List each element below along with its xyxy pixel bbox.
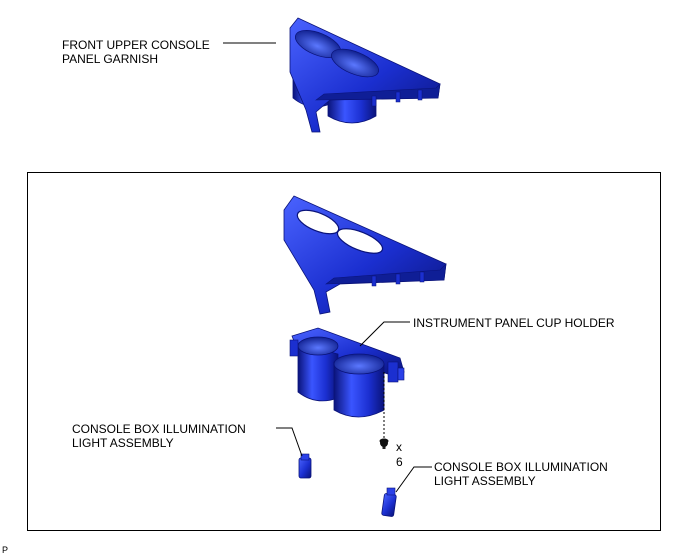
label-instrument-panel-cup-holder: INSTRUMENT PANEL CUP HOLDER [413,316,615,330]
label-front-upper-console-panel-garnish: FRONT UPPER CONSOLE PANEL GARNISH [62,38,210,66]
exploded-garnish-illustration [283,195,447,315]
screw-icon [379,438,389,449]
label-screw-qty-n: 6 [396,455,403,469]
label-screw-qty-x: x [396,440,402,454]
label-line: 6 [396,455,403,469]
exploded-view-frame [27,172,661,531]
label-line: CONSOLE BOX ILLUMINATION [72,422,246,436]
label-line: FRONT UPPER CONSOLE [62,38,210,52]
label-line: x [396,440,402,454]
leader-cup-holder [359,321,410,347]
cup-holder-illustration [289,327,405,418]
label-line: CONSOLE BOX ILLUMINATION [434,460,608,474]
label-line: PANEL GARNISH [62,52,159,66]
label-line: INSTRUMENT PANEL CUP HOLDER [413,316,615,330]
label-line: P [2,545,9,555]
left-illumination-light-illustration [298,453,312,479]
leader-right-light [395,466,432,493]
leader-left-light [276,427,303,457]
label-line: LIGHT ASSEMBLY [72,436,174,450]
assembled-garnish-illustration [289,17,441,133]
right-illumination-light-illustration [381,487,397,517]
corner-code: P [2,545,8,555]
label-line: LIGHT ASSEMBLY [434,474,536,488]
label-console-box-illumination-right: CONSOLE BOX ILLUMINATION LIGHT ASSEMBLY [434,460,608,488]
label-console-box-illumination-left: CONSOLE BOX ILLUMINATION LIGHT ASSEMBLY [72,422,246,450]
